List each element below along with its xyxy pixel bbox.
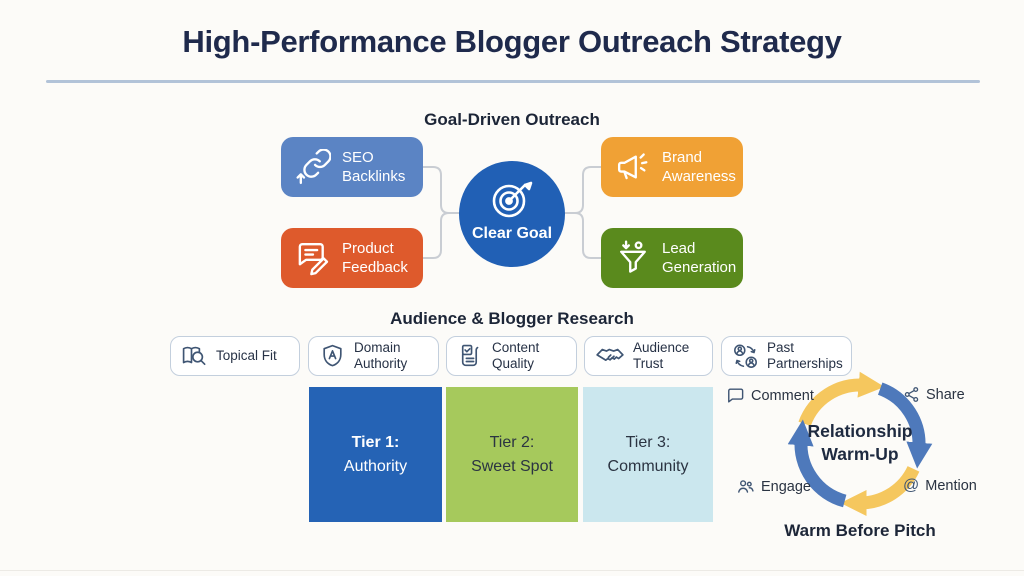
goal-box-label: Brand Awareness [662,148,736,185]
page-title: High-Performance Blogger Outreach Strate… [182,24,842,59]
chat-pencil-icon [295,240,331,276]
goal-box-product-feedback: Product Feedback [281,228,423,288]
clear-goal-label: Clear Goal [471,225,553,242]
goal-box-lead-generation: Lead Generation [601,228,743,288]
shield-a-icon [319,343,346,370]
criteria-past-partnerships: Past Partnerships [721,336,852,376]
criteria-content-quality: Content Quality [446,336,577,376]
criteria-label: Domain Authority [354,340,408,371]
goal-section-heading: Goal-Driven Outreach [424,110,600,129]
warmup-step-share: Share [903,386,965,403]
criteria-label: Past Partnerships [767,340,843,371]
tier-2-sweet-spot: Tier 2: Sweet Spot [446,387,578,522]
research-section-heading: Audience & Blogger Research [390,309,634,328]
goal-box-brand-awareness: Brand Awareness [601,137,743,197]
link-up-icon [295,149,331,185]
warmup-step-engage: Engage [736,477,811,496]
warmup-center-label: Relationship Warm-Up [807,421,913,465]
target-icon [488,174,536,222]
goal-box-label: Lead Generation [662,239,737,276]
warmup-step-comment: Comment [726,386,814,405]
tier-3-community: Tier 3: Community [583,387,713,522]
comment-icon [726,386,745,405]
share-icon [903,386,920,403]
funnel-icon [615,240,651,276]
handshake-icon [595,343,625,370]
criteria-topical-fit: Topical Fit [170,336,300,376]
criteria-domain-authority: Domain Authority [308,336,439,376]
criteria-audience-trust: Audience Trust [584,336,713,376]
warmup-step-label: Engage [761,478,811,495]
warmup-step-mention: @ Mention [903,477,977,495]
criteria-label: Audience Trust [633,340,690,371]
title-divider [46,80,980,83]
criteria-label: Content Quality [492,340,540,371]
goal-box-label: SEO Backlinks [342,148,406,185]
bottom-divider [0,570,1024,571]
tier-1-authority: Tier 1: Authority [309,387,442,522]
warmup-cycle-arrows [787,371,933,516]
mention-at-icon: @ [903,477,920,494]
warmup-step-label: Mention [925,478,977,494]
warmup-step-label: Share [926,386,965,403]
megaphone-icon [615,149,651,185]
people-swap-icon [732,343,759,370]
goal-box-label: Product Feedback [342,239,408,276]
scroll-check-icon [457,343,484,370]
clear-goal-circle: Clear Goal [459,161,565,267]
goal-box-seo-backlinks: SEO Backlinks [281,137,423,197]
engage-people-icon [736,477,755,496]
warmup-footer: Warm Before Pitch [784,521,936,540]
criteria-label: Topical Fit [216,348,277,364]
book-search-icon [181,343,208,370]
warmup-step-label: Comment [751,387,814,404]
